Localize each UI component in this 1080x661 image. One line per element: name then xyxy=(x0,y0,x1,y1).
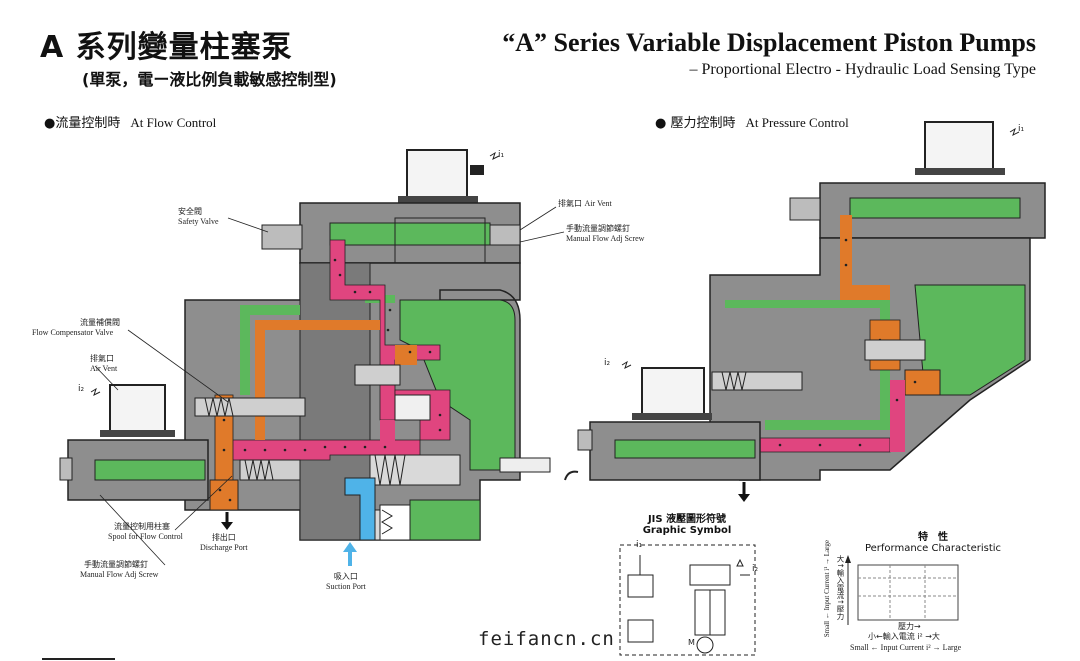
page-title-zh: A 系列變量柱塞泵 xyxy=(40,30,293,65)
label-air-vent-top: 排氣口 Air Vent xyxy=(558,199,612,208)
pressure-control-pump-diagram xyxy=(564,121,1046,502)
perf-x-label-zh2: 小←輸入電流 i² →大 xyxy=(868,632,940,641)
label-i2-right: i₂ xyxy=(604,358,611,368)
graphic-symbol-drawing xyxy=(619,544,756,656)
symbol-m: M xyxy=(688,638,695,647)
perf-x-label-zh: 壓力→ xyxy=(898,622,921,631)
section-flow-control: ●流量控制時 At Flow Control xyxy=(44,112,216,131)
label-i1-left: i₁ xyxy=(498,150,505,160)
symbol-i2: i₂ xyxy=(752,564,759,574)
perf-y-label-en: Small ← Input Current i¹ → Large xyxy=(823,540,831,638)
section-flow-en: At Flow Control xyxy=(130,115,217,130)
section-pressure-control: ● 壓力控制時 At Pressure Control xyxy=(655,112,849,131)
section-pressure-en: At Pressure Control xyxy=(745,115,849,130)
watermark: feifancn.cn xyxy=(478,628,615,650)
perf-x-label-en: Small ← Input Current i² → Large xyxy=(850,643,962,652)
symbol-i1: i₁ xyxy=(636,540,643,550)
section-pressure-zh: ● 壓力控制時 xyxy=(655,116,736,131)
perf-y-label-zh: 大↑輸入電流↑壓力 xyxy=(836,555,845,621)
label-i1-right: i₁ xyxy=(1018,124,1025,134)
flow-control-pump-diagram xyxy=(59,149,565,566)
label-i2-left: i₂ xyxy=(78,384,85,394)
performance-chart-drawing xyxy=(845,555,959,625)
performance-title: 特 性 Performance Characteristic xyxy=(864,532,1002,554)
solenoid-top xyxy=(406,149,468,201)
page-title-en: “A” Series Variable Displacement Piston … xyxy=(502,28,1036,57)
page-subtitle-en: – Proportional Electro - Hydraulic Load … xyxy=(689,61,1036,78)
graphic-symbol-title: JIS 液壓圖形符號 Graphic Symbol xyxy=(642,514,732,536)
section-flow-zh: ●流量控制時 xyxy=(44,116,121,131)
page-subtitle-zh: (單泵，電ー液比例負載敏感控制型) xyxy=(82,70,337,89)
